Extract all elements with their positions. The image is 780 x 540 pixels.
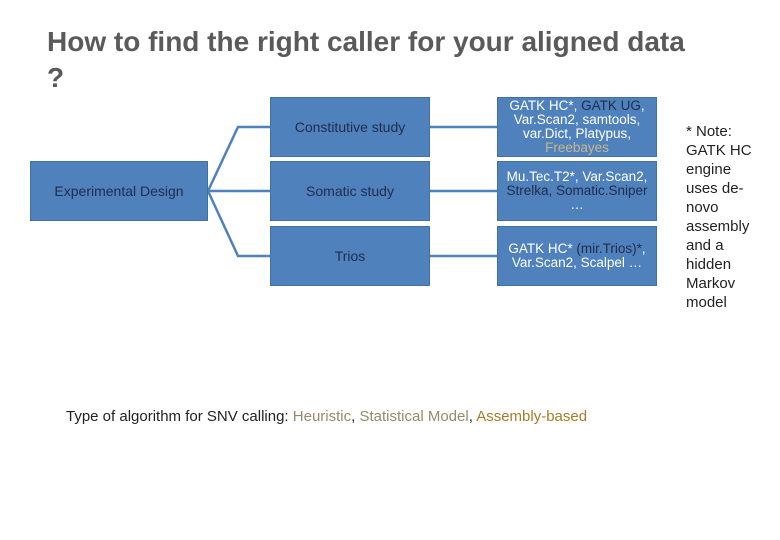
caller-varscan-scalpel: Var.Scan2, Scalpel	[511, 255, 625, 270]
separator: ,	[573, 98, 582, 113]
constitutive-study-label: Constitutive study	[294, 119, 406, 135]
separator: ,	[641, 241, 646, 256]
experimental-design-label: Experimental Design	[54, 183, 184, 199]
constitutive-study-box: Constitutive study	[270, 97, 430, 157]
separator: ,	[643, 169, 648, 184]
somatic-study-box: Somatic study	[270, 161, 430, 221]
trios-callers-box: GATK HC* (mir.Trios)*, Var.Scan2, Scalpe…	[497, 226, 657, 286]
ellipsis: …	[624, 255, 643, 270]
caller-strelka-group: Strelka, Somatic.Sniper	[506, 183, 648, 198]
separator: ,	[627, 126, 632, 141]
somatic-callers-text: Mu.Tec.T2*, Var.Scan2, Strelka, Somatic.…	[502, 170, 652, 212]
legend-prefix: Type of algorithm for SNV calling:	[66, 408, 293, 425]
caller-gatk-ug: GATK UG	[581, 98, 641, 113]
legend-assembly: Assembly-based	[476, 408, 588, 425]
connector-root-trios	[206, 190, 270, 258]
separator: ,	[640, 98, 645, 113]
legend-statistical: Statistical Model	[359, 408, 469, 425]
connector-root-constitutive	[206, 125, 270, 192]
algorithm-legend: Type of algorithm for SNV calling: Heuri…	[66, 408, 587, 425]
caller-mirtrios: (mir.Trios)*	[572, 241, 642, 256]
page-title: How to find the right caller for your al…	[47, 26, 685, 93]
caller-gatk-hc: GATK HC*	[509, 98, 574, 113]
constitutive-callers-text: GATK HC*, GATK UG, Var.Scan2, samtools, …	[502, 99, 652, 155]
trios-box: Trios	[270, 226, 430, 286]
caller-mutect2-group: Mu.Tec.T2*, Var.Scan2	[506, 169, 644, 184]
legend-heuristic: Heuristic	[292, 408, 352, 425]
legend-separator: ,	[468, 408, 477, 425]
constitutive-callers-box: GATK HC*, GATK UG, Var.Scan2, samtools, …	[497, 97, 657, 157]
ellipsis: …	[570, 197, 584, 212]
trios-label: Trios	[334, 248, 366, 264]
gatk-note: * Note: GATK HC engine uses de-novo asse…	[686, 123, 752, 311]
caller-freebayes: Freebayes	[545, 140, 609, 155]
somatic-study-label: Somatic study	[306, 183, 394, 199]
caller-varscan-group: Var.Scan2, samtools, var.Dict, Platypus	[513, 112, 641, 141]
caller-gatk-hc-trios: GATK HC*	[508, 241, 573, 256]
somatic-callers-box: Mu.Tec.T2*, Var.Scan2, Strelka, Somatic.…	[497, 161, 657, 221]
legend-separator: ,	[351, 408, 360, 425]
experimental-design-box: Experimental Design	[30, 161, 208, 221]
trios-callers-text: GATK HC* (mir.Trios)*, Var.Scan2, Scalpe…	[502, 242, 652, 270]
